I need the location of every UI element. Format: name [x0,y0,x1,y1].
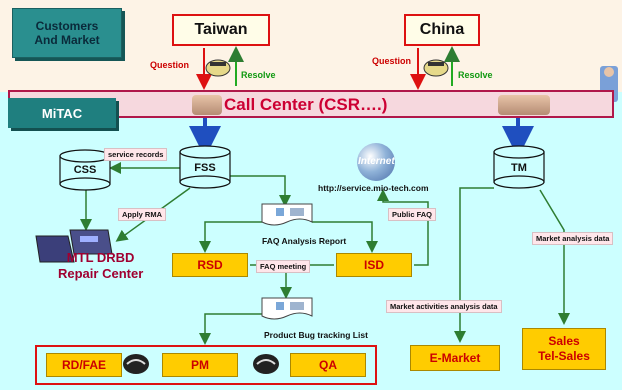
faq-report-document-icon [261,203,313,226]
tm-cylinder [493,145,545,189]
call-center-title: Call Center (CSR….) [224,95,388,114]
resolve-tag-taiwan: Resolve [241,70,276,80]
qa-box: QA [290,353,366,377]
public-faq-label: Public FAQ [388,208,437,221]
faq-to-rsd-arrow [199,221,262,253]
mitac-box: MiTAC [8,98,116,128]
internet-url-label: http://service.mio-tech.com [318,183,429,193]
question-tag-china: Question [372,56,412,66]
internet-globe-icon [357,143,395,181]
tm-to-sales-arrow [539,189,570,325]
buglist-to-rd-arrow [199,313,262,345]
pm-box: PM [162,353,238,377]
telephone-icon-china [423,59,449,77]
fss-label: FSS [194,162,216,174]
e-market-box: E-Market [410,345,500,371]
rd-pm-qa-frame [35,345,377,385]
market-analysis-label: Market analysis data [532,232,614,245]
internet-globe-label: Internet [358,156,395,167]
repair-center-equipment-icon [35,229,113,263]
isd-to-internet-arrow [377,189,429,266]
fss-cylinder [179,145,231,189]
faq-meeting-label: FAQ meeting [256,260,311,273]
tm-label: TM [511,162,527,174]
rsd-box: RSD [172,253,248,277]
service-records-label: service records [104,148,168,161]
faq-report-label: FAQ Analysis Report [262,236,347,246]
tm-to-emarket-arrow [454,187,494,343]
telephone-icon-taiwan [205,59,231,77]
market-activities-label: Market activities analysis data [386,300,502,313]
resolve-tag-china: Resolve [458,70,493,80]
isd-box: ISD [336,253,412,277]
customers-and-market-box: Customers And Market [12,8,122,58]
css-label: CSS [73,164,97,176]
agent-photo-icon [192,95,222,115]
css-cylinder [59,149,111,191]
fss-to-faq-arrow [230,175,291,207]
buglist-document-icon [261,297,313,320]
question-tag-taiwan: Question [150,60,190,70]
customers-label: Customers And Market [34,19,100,47]
sales-box: Sales Tel-Sales [522,328,606,370]
repair-center-label: MTL DRBD Repair Center [58,250,144,281]
agent-photo-icon-right [498,95,550,115]
china-box: China [404,14,480,46]
taiwan-box: Taiwan [172,14,270,46]
bug-list-label: Product Bug tracking List [264,330,368,340]
rd-fae-box: RD/FAE [46,353,122,377]
handshake-icon-left [123,354,149,374]
handshake-icon-right [253,354,279,374]
faq-to-isd-arrow [312,221,378,253]
apply-rma-label: Apply RMA [118,208,166,221]
